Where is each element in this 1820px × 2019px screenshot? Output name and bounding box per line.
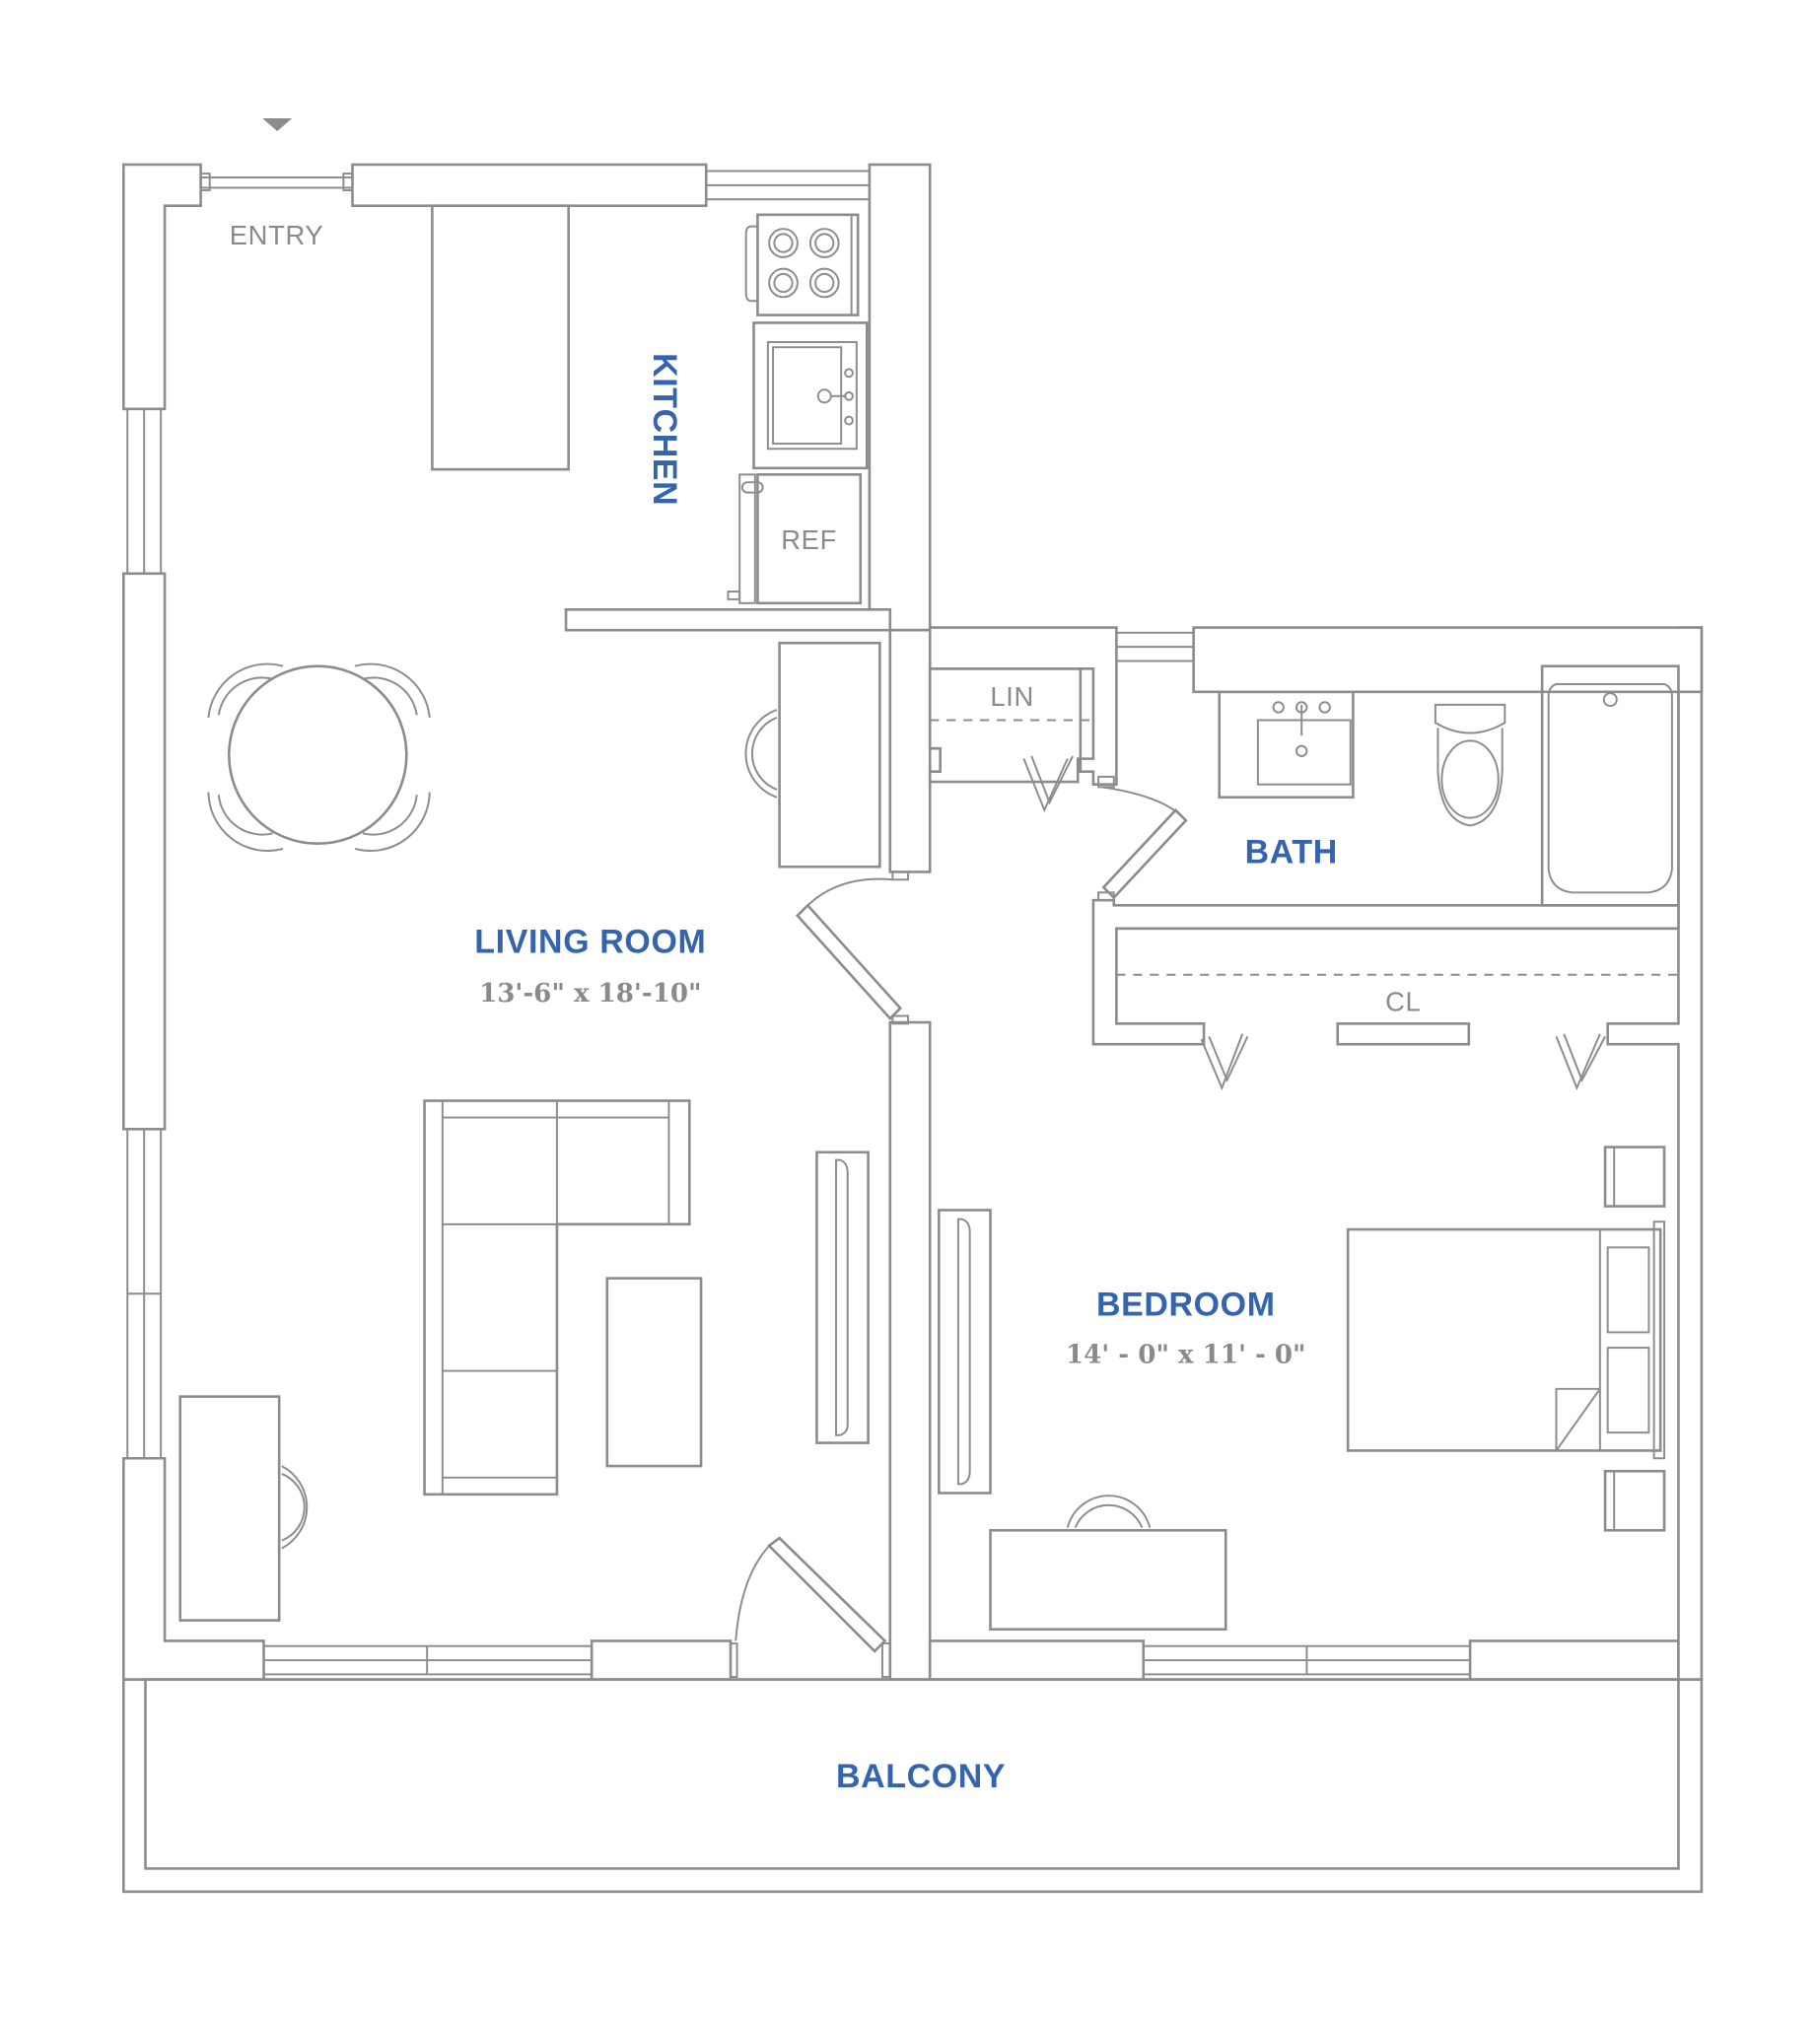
kitchen-sink-icon [752, 321, 869, 470]
room-label-living-room: LIVING ROOM [474, 924, 706, 961]
nightstand-upper [1603, 1146, 1666, 1208]
living-room-dimensions: 13'-6" x 18'-10" [479, 979, 702, 1009]
desk-chair-living-upper [744, 641, 881, 869]
room-label-bath: BATH [1245, 833, 1338, 870]
closet-label: CL [1385, 986, 1421, 1016]
linen-closet-label: LIN [990, 681, 1034, 712]
room-label-bedroom: BEDROOM [1096, 1286, 1276, 1323]
tv-console [815, 1150, 870, 1444]
kitchen-island [431, 204, 570, 471]
dresser [938, 1209, 992, 1495]
dining-set [207, 662, 431, 852]
nightstand-lower [1603, 1469, 1666, 1532]
room-label-balcony: BALCONY [836, 1758, 1006, 1795]
coffee-table [605, 1277, 703, 1468]
fridge-label: REF [781, 524, 837, 555]
desk-chair-living-lower [178, 1395, 309, 1622]
bedroom-desk-chair [989, 1495, 1227, 1632]
walls [122, 163, 1704, 1894]
doors [735, 755, 1606, 1653]
kitchen-fixtures: REF [431, 204, 869, 605]
bedroom-furniture [938, 1146, 1666, 1632]
entry-arrow-icon [262, 118, 293, 132]
room-label-kitchen: KITCHEN [646, 353, 683, 506]
bath-fixtures [1218, 664, 1680, 907]
room-label-entry: ENTRY [230, 220, 324, 250]
sectional-sofa [423, 1099, 691, 1497]
stove-icon [744, 213, 860, 316]
bedroom-dimensions: 14' - 0" x 11' - 0" [1066, 1341, 1306, 1370]
refrigerator: REF [727, 473, 863, 605]
vanity-sink-icon [1218, 690, 1355, 800]
bed [1346, 1220, 1666, 1460]
toilet-icon [1434, 703, 1506, 827]
bathtub-icon [1540, 664, 1680, 907]
